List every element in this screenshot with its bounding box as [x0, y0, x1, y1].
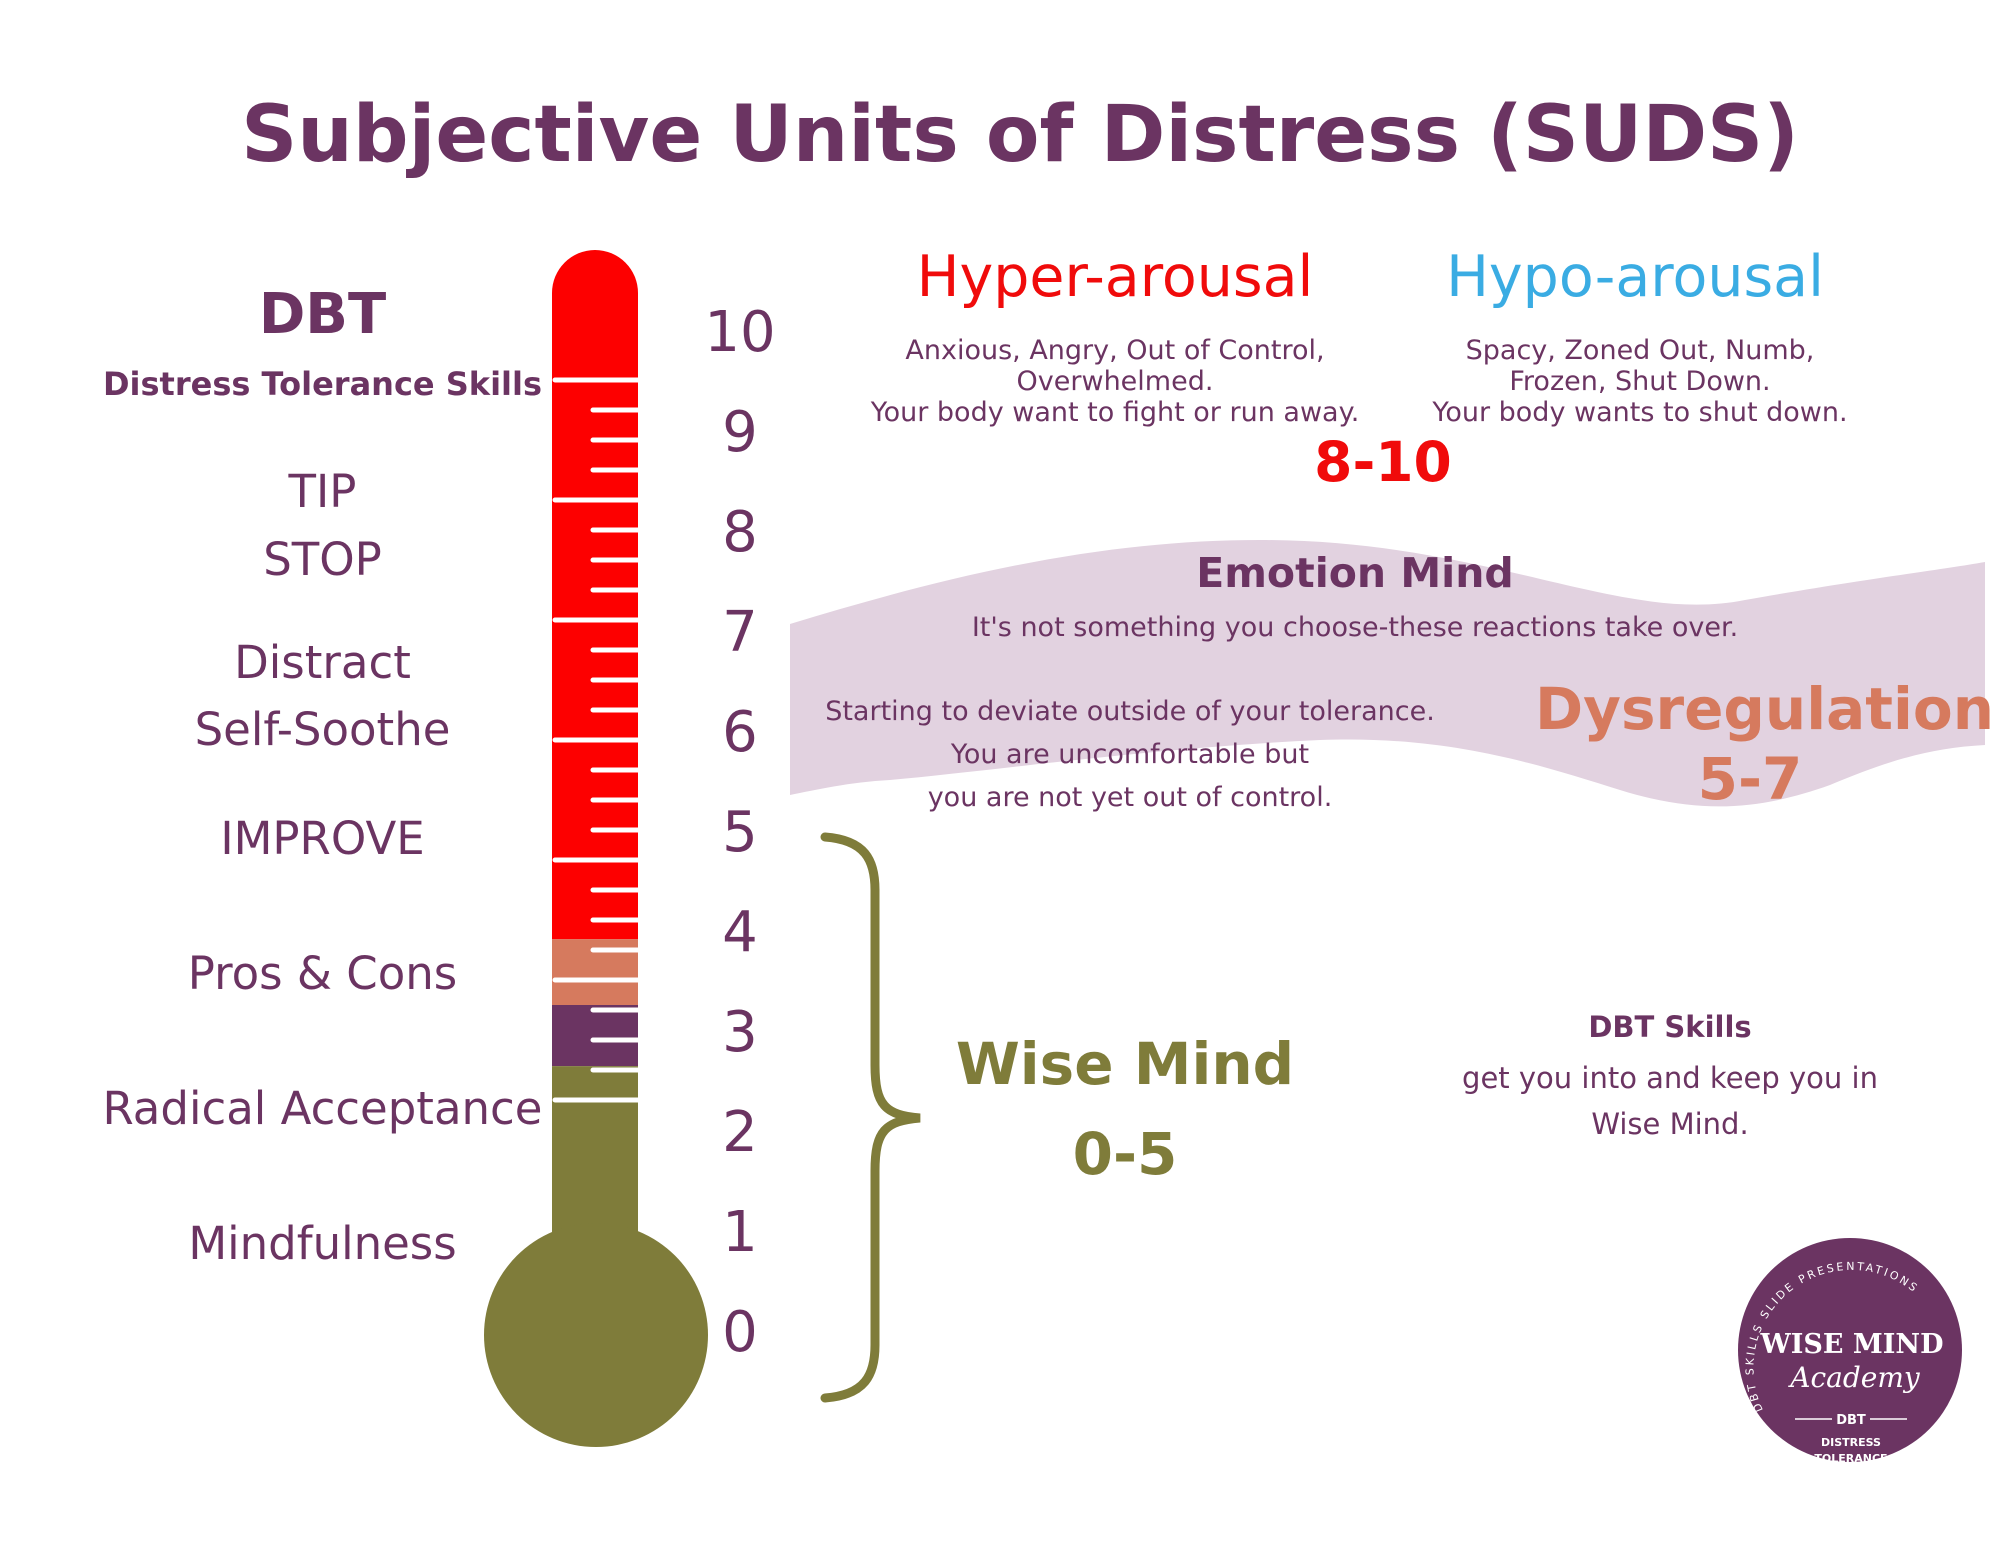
skill-mindfulness: Mindfulness	[188, 1217, 457, 1270]
scale-number-8: 8	[722, 500, 758, 565]
dysregulation-line: You are uncomfortable but	[950, 739, 1310, 770]
logo-name: WISE MIND	[1759, 1329, 1943, 1360]
hyper-arousal-description: Anxious, Angry, Out of Control, Overwhel…	[830, 335, 1400, 428]
thermometer-ticks	[552, 377, 643, 1103]
thermometer-bands	[484, 250, 708, 1447]
page-title: Subjective Units of Distress (SUDS)	[241, 90, 1799, 180]
scale-number-3: 3	[722, 1000, 758, 1065]
emotion-mind-title: Emotion Mind	[1196, 549, 1514, 597]
dbt-heading: DBT	[258, 282, 387, 347]
hypo-arousal-description: Spacy, Zoned Out, Numb, Frozen, Shut Dow…	[1360, 335, 1920, 428]
hypo-line: Your body wants to shut down.	[1432, 397, 1848, 428]
skill-stop: STOP	[263, 533, 382, 586]
dysregulation-description: Starting to deviate outside of your tole…	[780, 690, 1480, 819]
wise-mind-brace	[820, 832, 921, 1403]
dbt-skills-note-line: Wise Mind.	[1591, 1107, 1749, 1141]
skill-tip: TIP	[288, 465, 357, 518]
wise-mind-range: 0-5	[1072, 1120, 1178, 1188]
dbt-skills-note-line: get you into and keep you in	[1462, 1061, 1878, 1095]
scale-number-4: 4	[722, 900, 758, 965]
dysregulation-line: Starting to deviate outside of your tole…	[825, 696, 1435, 727]
dysregulation-title: Dysregulation	[1535, 675, 1994, 743]
dbt-skills-note-title: DBT Skills	[1588, 1010, 1752, 1044]
thermometer-band	[552, 939, 638, 1005]
scale-number-10: 10	[704, 300, 776, 365]
scale-number-1: 1	[722, 1200, 758, 1265]
scale-number-6: 6	[722, 700, 758, 765]
hyper-line: Your body want to fight or run away.	[870, 397, 1360, 428]
thermometer-band	[552, 1066, 638, 1240]
scale-number-5: 5	[722, 800, 758, 865]
emotion-mind-description: It's not something you choose-these reac…	[971, 612, 1739, 643]
scale-number-2: 2	[722, 1100, 758, 1165]
scale-number-9: 9	[722, 400, 758, 465]
logo-tag: DBT	[1836, 1413, 1866, 1428]
skill-distract: Distract	[234, 636, 411, 689]
dysregulation-range: 5-7	[1697, 745, 1803, 813]
dysregulation-line: you are not yet out of control.	[927, 782, 1333, 813]
skill-pros-cons: Pros & Cons	[187, 947, 458, 1000]
thermometer-band	[552, 250, 638, 940]
logo-script: Academy	[1787, 1361, 1921, 1394]
hypo-arousal-title: Hypo-arousal	[1446, 244, 1824, 310]
skill-improve: IMPROVE	[220, 812, 425, 865]
skill-self-soothe: Self-Soothe	[194, 703, 451, 756]
thermometer-band	[552, 1005, 638, 1067]
hypo-line: Frozen, Shut Down.	[1509, 366, 1771, 397]
emotion-mind-wave	[790, 540, 1985, 807]
hypo-line: Spacy, Zoned Out, Numb,	[1465, 335, 1815, 366]
dbt-subheading: Distress Tolerance Skills	[102, 365, 543, 403]
hyper-line: Overwhelmed.	[1016, 366, 1214, 397]
skill-radical-acceptance: Radical Acceptance	[102, 1082, 543, 1135]
hyper-arousal-title: Hyper-arousal	[916, 244, 1314, 310]
dbt-skills-note-text: get you into and keep you in Wise Mind.	[1420, 1055, 1920, 1147]
high-range-label: 8-10	[1314, 430, 1452, 494]
hyper-line: Anxious, Angry, Out of Control,	[905, 335, 1325, 366]
logo-line2: TOLERANCE	[1814, 1452, 1887, 1465]
scale-number-7: 7	[722, 600, 758, 665]
wise-mind-academy-logo: DBT SKILLS SLIDE PRESENTATIONS WISE MIND…	[1738, 1238, 1962, 1465]
thermometer-bulb	[484, 1223, 708, 1447]
wise-mind-title: Wise Mind	[955, 1030, 1295, 1098]
thermometer	[484, 250, 708, 1447]
logo-line1: DISTRESS	[1821, 1436, 1881, 1449]
scale-number-0: 0	[722, 1300, 758, 1365]
